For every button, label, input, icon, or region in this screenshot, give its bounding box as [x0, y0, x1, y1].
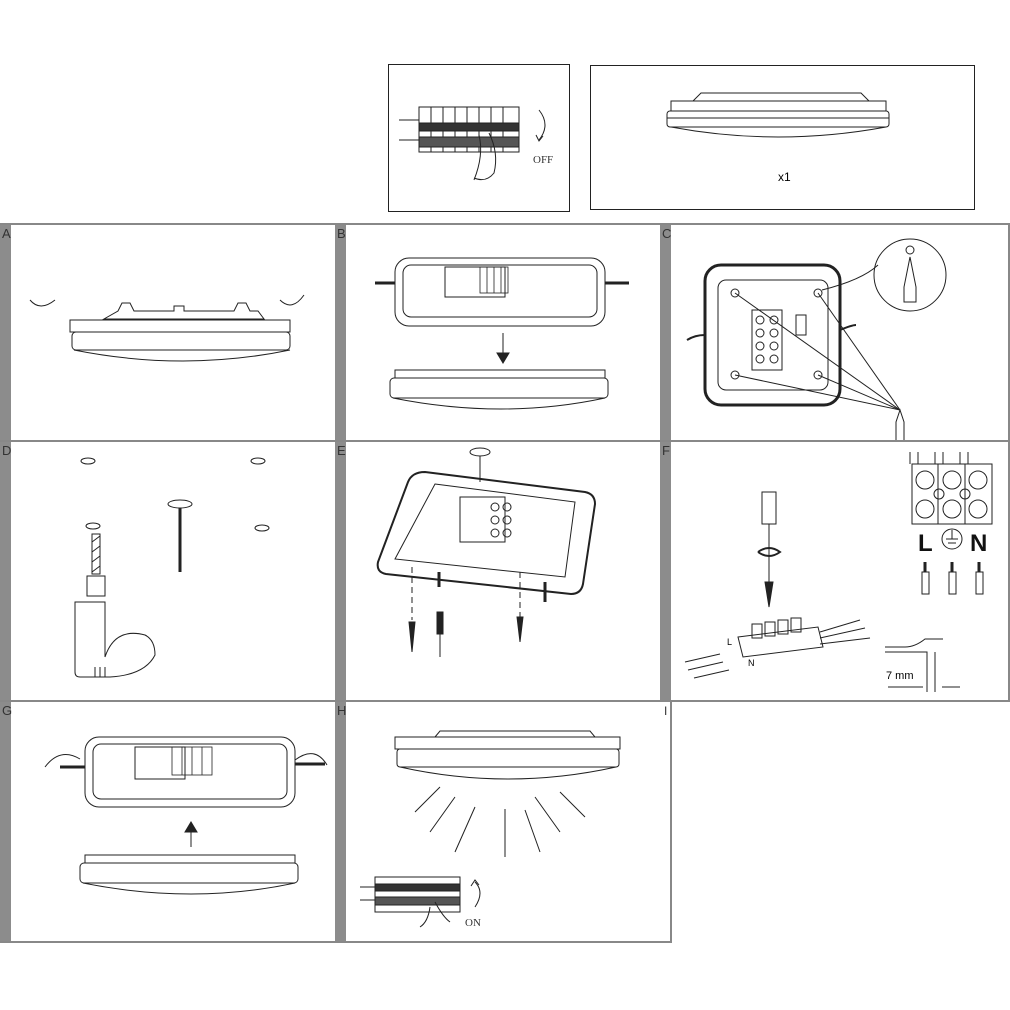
fix-base-drawing	[376, 447, 597, 657]
live-label: L	[918, 530, 933, 557]
step-g-panel: G	[0, 700, 337, 943]
step-label: A	[2, 226, 11, 241]
step-h-panel: H ON	[335, 700, 672, 943]
step-label: E	[337, 443, 346, 458]
on-label: ON	[465, 917, 481, 929]
step-e-panel: E	[335, 440, 662, 702]
separate-base-drawing	[375, 257, 629, 410]
step-label: I	[664, 704, 668, 718]
package-contents-box: x1	[590, 65, 975, 210]
off-label: OFF	[533, 154, 554, 166]
step-label: H	[337, 703, 347, 718]
fixture-drawing	[666, 92, 890, 138]
strip-length-label: 7 mm	[886, 670, 914, 682]
breaker-off-drawing	[399, 106, 546, 181]
step-c-panel: C	[660, 223, 1010, 448]
step-label: D	[2, 443, 12, 458]
attach-cover-drawing	[44, 736, 328, 895]
step-label: C	[662, 226, 672, 241]
small-neutral-label: N	[748, 658, 755, 668]
step-b-panel: B	[335, 223, 662, 442]
neutral-label: N	[970, 530, 988, 557]
step-a-panel: A	[0, 223, 337, 442]
switch-on-drawing	[360, 730, 621, 928]
small-live-label: L	[727, 637, 733, 647]
step-label: G	[2, 703, 13, 718]
step-f-panel: F L N L N 7 mm	[660, 440, 1010, 702]
drill-holes-drawing	[74, 457, 270, 678]
step-i-panel: I	[664, 700, 1010, 945]
step-d-panel: D	[0, 440, 337, 702]
quantity-label: x1	[778, 170, 791, 184]
mark-holes-drawing	[686, 238, 947, 448]
step-label: B	[337, 226, 346, 241]
wiring-drawing	[684, 452, 993, 692]
remove-cover-drawing	[29, 294, 305, 362]
breaker-off-box: OFF	[388, 64, 570, 212]
step-label: F	[662, 443, 670, 458]
